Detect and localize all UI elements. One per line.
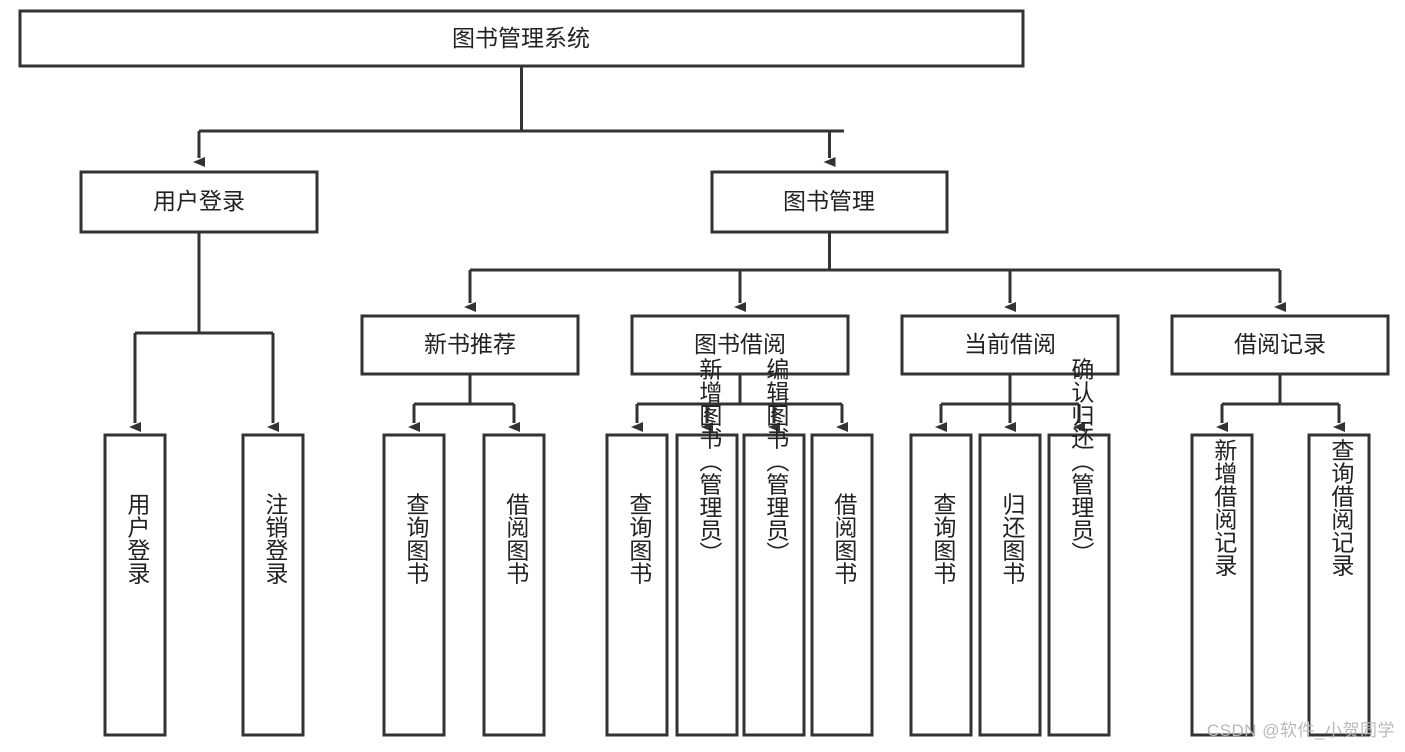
node-leaf-edit-book[interactable]: 编辑图书（管理员） [742, 358, 806, 737]
connectors-currentborrow-to-leaves [935, 374, 1085, 432]
node-leaf-query-book-2-label: 查询图书 [626, 493, 653, 585]
node-leaf-query-record-label: 查询借阅记录 [1328, 439, 1355, 577]
node-current-borrow-label: 当前借阅 [964, 331, 1056, 357]
node-leaf-query-record[interactable]: 查询借阅记录 [1307, 433, 1371, 737]
node-leaf-logout[interactable]: 注销登录 [241, 433, 305, 737]
node-user-login-label: 用户登录 [153, 188, 245, 214]
node-leaf-user-login[interactable]: 用户登录 [103, 433, 167, 737]
node-leaf-confirm-return-label: 确认归还（管理员） [1068, 358, 1095, 565]
node-borrow-record[interactable]: 借阅记录 [1170, 314, 1390, 376]
connectors-borrowrecord-to-leaves [1216, 374, 1345, 432]
connectors-newbook-to-leaves [408, 374, 520, 432]
node-new-book-recommend[interactable]: 新书推荐 [360, 314, 580, 376]
node-leaf-query-book-3[interactable]: 查询图书 [909, 433, 973, 737]
node-book-borrow-label: 图书借阅 [694, 331, 786, 357]
node-leaf-query-book-1-label: 查询图书 [403, 493, 430, 585]
node-new-book-recommend-label: 新书推荐 [424, 331, 516, 357]
connectors-bookmanage-to-level2 [464, 232, 1286, 312]
node-leaf-borrow-book-2-label: 借阅图书 [831, 493, 858, 585]
node-leaf-logout-label: 注销登录 [262, 493, 289, 585]
node-root-label: 图书管理系统 [452, 25, 590, 51]
node-leaf-borrow-book-2[interactable]: 借阅图书 [810, 433, 874, 737]
node-book-manage-label: 图书管理 [783, 188, 875, 214]
node-leaf-return-book[interactable]: 归还图书 [978, 433, 1042, 737]
node-root[interactable]: 图书管理系统 [18, 9, 1025, 68]
connectors-bookborrow-to-leaves [631, 374, 848, 432]
node-leaf-confirm-return[interactable]: 确认归还（管理员） [1047, 358, 1111, 737]
node-leaf-query-book-3-label: 查询图书 [930, 493, 957, 585]
node-leaf-user-login-label: 用户登录 [124, 493, 151, 585]
node-user-login[interactable]: 用户登录 [79, 170, 319, 234]
node-current-borrow[interactable]: 当前借阅 [900, 314, 1120, 376]
connectors-userlogin-to-leaves [129, 232, 279, 432]
node-borrow-record-label: 借阅记录 [1234, 331, 1326, 357]
node-leaf-return-book-label: 归还图书 [999, 493, 1026, 585]
node-leaf-add-record-label: 新增借阅记录 [1211, 439, 1238, 577]
connectors-root-to-level1 [193, 66, 844, 167]
node-leaf-edit-book-label: 编辑图书（管理员） [763, 358, 790, 565]
node-leaf-add-record[interactable]: 新增借阅记录 [1190, 433, 1254, 737]
node-leaf-query-book-2[interactable]: 查询图书 [605, 433, 669, 737]
node-leaf-add-book-label: 新增图书（管理员） [696, 358, 723, 565]
node-leaf-query-book-1[interactable]: 查询图书 [382, 433, 446, 737]
node-leaf-add-book[interactable]: 新增图书（管理员） [675, 358, 739, 737]
node-book-manage[interactable]: 图书管理 [710, 170, 949, 234]
node-leaf-borrow-book-1[interactable]: 借阅图书 [482, 433, 546, 737]
node-leaf-borrow-book-1-label: 借阅图书 [503, 493, 530, 585]
node-book-borrow[interactable]: 图书借阅 [630, 314, 850, 376]
